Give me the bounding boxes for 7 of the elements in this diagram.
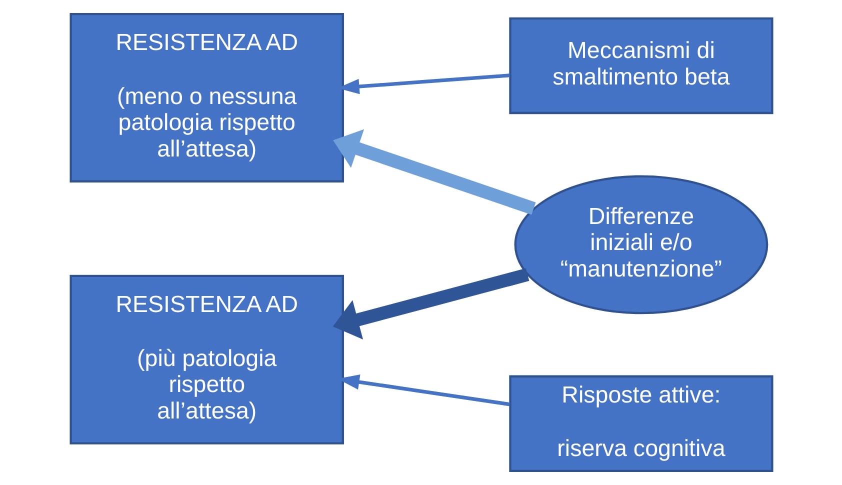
arrow (332, 268, 529, 340)
node-box: RESISTENZA AD (meno o nessuna patologia rispetto all’attesa) (69, 12, 344, 182)
node-ellipse: Differenze iniziali e/o “manutenzione” (514, 175, 768, 314)
arrow (332, 129, 536, 215)
node-box: Meccanismi di smaltimento beta (508, 17, 773, 114)
node-box: Risposte attive: riserva cognitiva (508, 375, 773, 472)
node-box: RESISTENZA AD (più patologia rispetto all’attesa) (69, 274, 344, 444)
